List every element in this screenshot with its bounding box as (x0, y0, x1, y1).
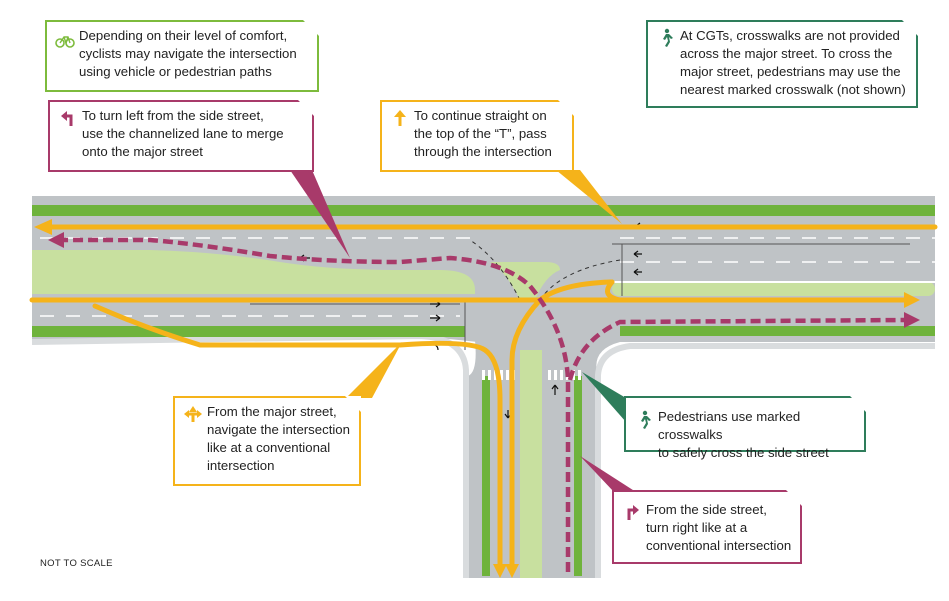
through-path-arrowheads (34, 219, 920, 578)
straight-pointer (556, 170, 622, 224)
callout-line: Pedestrians use marked crosswalks (658, 409, 801, 442)
bicycle-icon (55, 36, 75, 48)
pedestrian-icon (641, 410, 651, 429)
callout-line: across the major street. To cross the (680, 46, 893, 61)
callout-fold (558, 100, 574, 116)
scale-note: NOT TO SCALE (40, 558, 113, 569)
callout-line: To turn left from the side street, (82, 108, 264, 123)
callout-fold (902, 20, 918, 36)
callout-line: From the side street, (646, 502, 767, 517)
callout-fold (298, 100, 314, 116)
callout-line: To continue straight on (414, 108, 547, 123)
callout-line: like at a conventional (207, 440, 331, 455)
callout-line: From the major street, (207, 404, 337, 419)
callout-fold (345, 396, 361, 412)
callout-fold (850, 396, 866, 412)
right-turn-callout: From the side street, turn right like at… (612, 490, 802, 564)
bike-lane-top (32, 205, 935, 216)
callout-line: major street, pedestrians may use the (680, 64, 901, 79)
callout-fold (786, 490, 802, 506)
callout-line: onto the major street (82, 144, 203, 159)
solid-lane-lines (250, 243, 910, 350)
callout-line: through the intersection (414, 144, 552, 159)
channelizing-island-left (32, 250, 475, 294)
callout-fold (303, 20, 319, 36)
straight-arrow-icon (394, 110, 406, 126)
turn-paths (64, 237, 906, 572)
bike-lane-bottom-left (32, 326, 465, 337)
crosswalks-major-callout: At CGTs, crosswalks are not provided acr… (646, 20, 918, 108)
side-bike-lane-left (482, 376, 490, 576)
right-turn-pointer (580, 456, 636, 492)
side-street-median (520, 350, 542, 578)
major-street-callout: From the major street, navigate the inte… (173, 396, 361, 486)
callout-line: to safely cross the side street (658, 445, 829, 460)
all-directions-arrow-icon (184, 406, 202, 422)
median-right (612, 282, 935, 296)
turn-left-arrow-icon (61, 111, 73, 126)
callout-line: intersection (207, 458, 275, 473)
callout-line: turn right like at a (646, 520, 748, 535)
left-turn-callout: To turn left from the side street, use t… (48, 100, 314, 172)
turn-right-arrow-icon (627, 505, 639, 520)
straight-callout: To continue straight on the top of the “… (380, 100, 574, 172)
cyclists-callout: Depending on their level of comfort, cyc… (45, 20, 319, 92)
pedestrians-pointer (582, 372, 626, 422)
pedestrians-callout: Pedestrians use marked crosswalks to saf… (624, 396, 866, 460)
through-paths (29, 224, 938, 571)
sidewalk-curb-right (595, 343, 935, 578)
callout-line: use the channelized lane to merge (82, 126, 284, 141)
callout-line: Depending on their level of comfort, (79, 28, 288, 43)
bike-lane-bottom-right (620, 326, 935, 336)
callout-line: At CGTs, crosswalks are not provided (680, 28, 900, 43)
pedestrian-icon (663, 28, 673, 47)
side-bike-lane-right (574, 376, 582, 576)
callout-line: navigate the intersection (207, 422, 350, 437)
callout-line: using vehicle or pedestrian paths (79, 64, 272, 79)
turn-path-arrowheads (48, 232, 920, 328)
lane-markings (40, 237, 935, 317)
callout-line: conventional intersection (646, 538, 792, 553)
callout-line: cyclists may navigate the intersection (79, 46, 297, 61)
callout-line: nearest marked crosswalk (not shown) (680, 82, 906, 97)
left-turn-pointer (290, 170, 350, 258)
callout-line: the top of the “T”, pass (414, 126, 547, 141)
major-street-road (32, 196, 935, 350)
major-street-pointer (346, 342, 402, 398)
